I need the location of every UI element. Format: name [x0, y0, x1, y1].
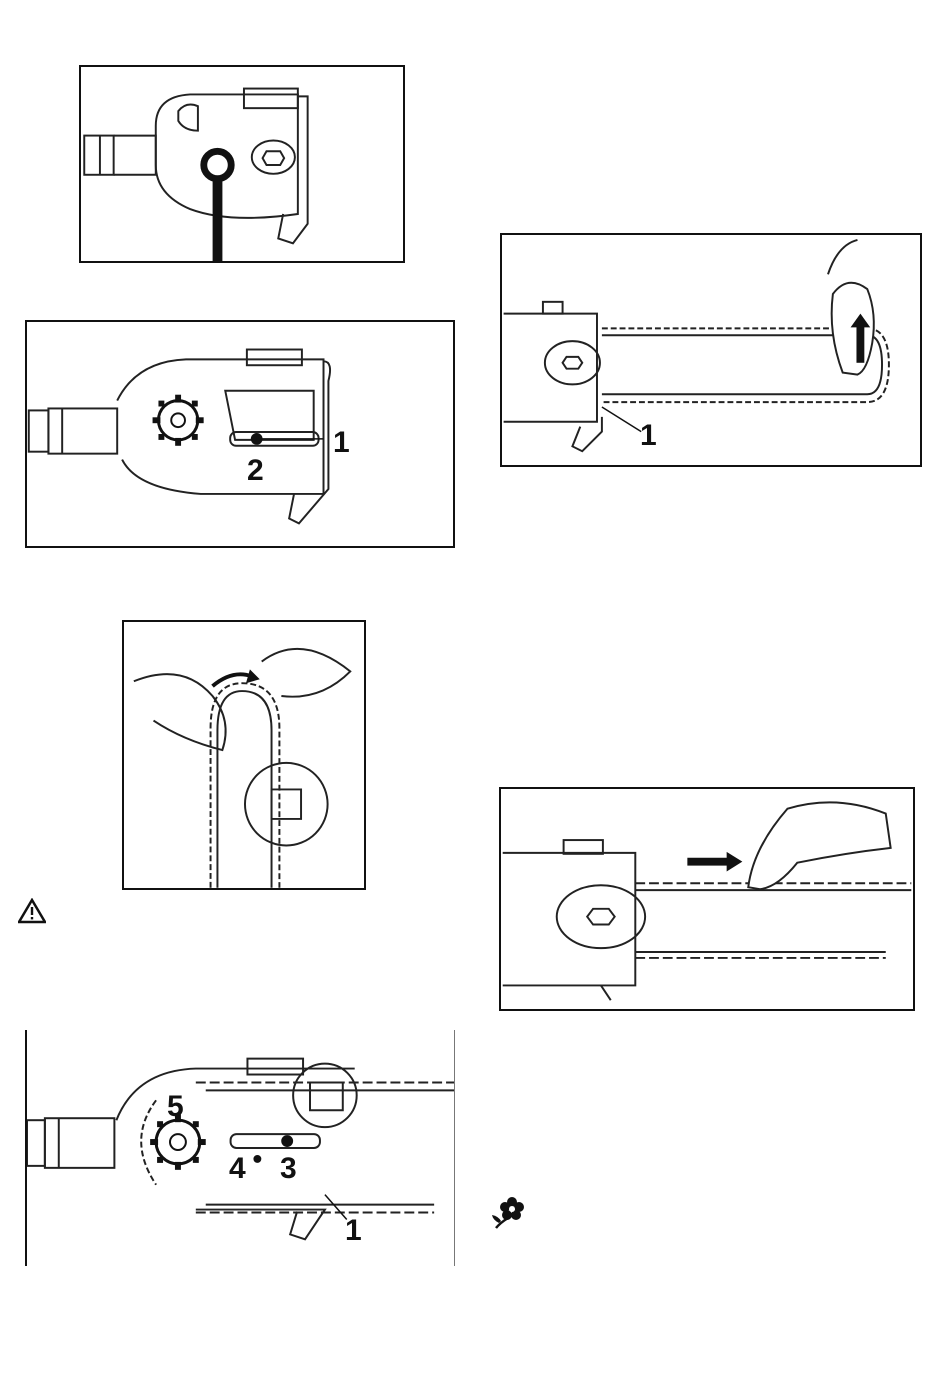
figure-chain-pull: [499, 787, 915, 1011]
warning-triangle-icon: [18, 898, 46, 924]
wrench-icon: [204, 151, 231, 261]
figure-wrench-on-bolt: [79, 65, 405, 263]
sprocket-illustration: [27, 322, 453, 546]
hand-icon: [828, 240, 874, 375]
hand-icon: [748, 802, 890, 889]
callout-2: 2: [247, 456, 264, 486]
wrench-illustration: [81, 67, 403, 261]
figure-chain-tension-check: 1: [500, 233, 922, 467]
callout-1: 1: [640, 421, 657, 451]
tension-illustration: [502, 235, 920, 465]
arrow-right-icon: [687, 852, 742, 872]
callout-1: 1: [333, 428, 350, 458]
figure-chain-assembly: 5 4 3 1: [25, 1030, 455, 1266]
sprocket-icon: [153, 395, 204, 446]
assembly-illustration: [27, 1030, 454, 1266]
figure-sprocket-bolt: 1 2: [25, 320, 455, 548]
flower-icon: [490, 1195, 526, 1229]
figure-chain-fitting: [122, 620, 366, 890]
chain-fitting-illustration: [124, 622, 364, 888]
callout-5: 5: [167, 1092, 184, 1122]
callout-4: 4: [229, 1154, 246, 1184]
callout-1: 1: [345, 1216, 362, 1246]
chain-pull-illustration: [501, 789, 913, 1009]
arrow-curved-icon: [213, 674, 252, 686]
callout-3: 3: [280, 1154, 297, 1184]
